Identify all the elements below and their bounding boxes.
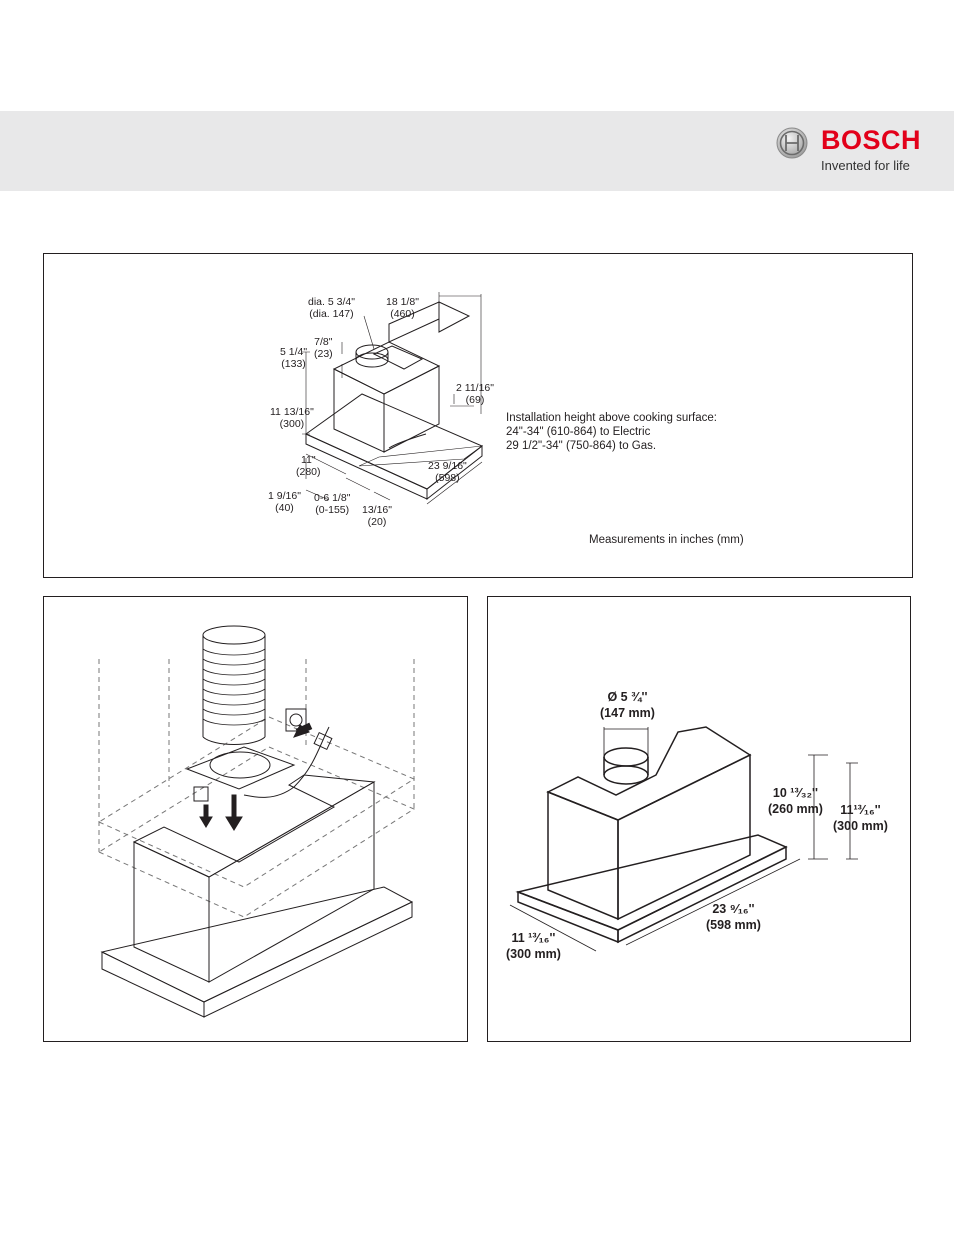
header-bar [0,111,954,191]
wall-socket-icon [285,708,307,732]
installation-drawing [97,625,416,1018]
duct-icon [202,625,266,745]
installation-height-note: Installation height above cooking surfac… [506,412,717,452]
width-label: 23 ⁹⁄₁₆''(598 mm) [706,902,761,932]
duct-offset-label: 5 1/4"(133) [280,346,308,370]
down-arrow-icon [199,722,313,831]
hood-line-drawing [302,292,484,505]
collar-height-label: 7/8"(23) [314,336,333,360]
spec-drawing-panel: dia. 5 3/4"(dia. 147) 18 1/8"(460) 7/8"(… [43,253,913,578]
duct-diameter-label: dia. 5 3/4"(dia. 147) [308,296,355,320]
tray-height-label: 2 11/16"(69) [456,382,494,406]
front-label: 13/16"(20) [362,504,393,528]
body-depth-label: 11"(280) [296,454,321,478]
overall-height-label: 11¹³⁄₁₆''(300 mm) [833,803,888,833]
depth-label: 18 1/8"(460) [386,296,419,320]
brand-name: BOSCH [821,125,922,155]
bosch-armature-icon [776,127,808,159]
brand-tagline: Invented for life [821,158,910,173]
installation-illustration-panel [43,596,468,1042]
width-label: 23 9/16"(598) [428,460,467,484]
depth-label: 11 ¹³⁄₁₆''(300 mm) [506,931,561,961]
lip-label: 1 9/16"(40) [268,490,301,514]
hood-dimension-drawing [509,726,858,952]
overall-height-label: 11 13/16"(300) [270,406,314,430]
mounting-template-icon [185,746,296,790]
extension-label: 0-6 1/8"(0-155) [314,492,351,516]
dimension-drawing-panel: Ø 5 ¾''(147 mm) 10 ¹³⁄₃₂''(260 mm) 11¹³⁄… [487,596,911,1042]
inner-height-label: 10 ¹³⁄₃₂''(260 mm) [768,786,823,816]
duct-diameter-label: Ø 5 ¾''(147 mm) [600,690,655,720]
units-note: Measurements in inches (mm) [589,534,744,546]
